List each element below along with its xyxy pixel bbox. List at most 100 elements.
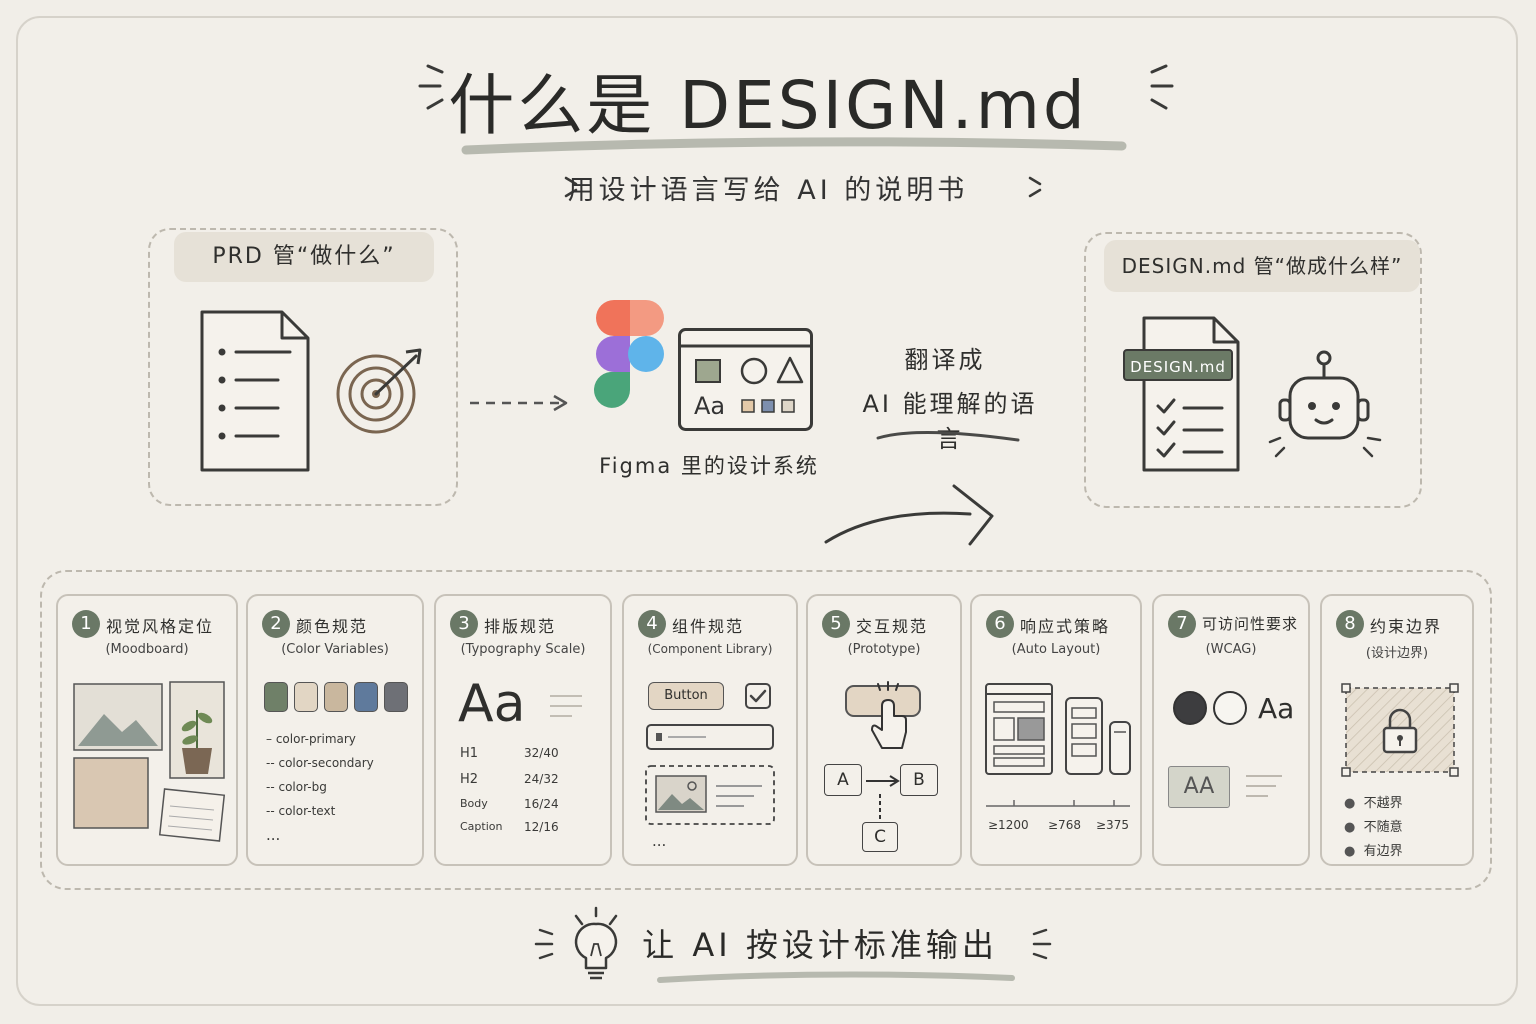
constraint-item: ● 不越界 bbox=[1344, 796, 1403, 811]
a11y-aa-large: Aa bbox=[1258, 692, 1295, 725]
card-subtitle: (Moodboard) bbox=[105, 642, 189, 657]
card-title: 排版规范 bbox=[484, 617, 557, 636]
color-swatch bbox=[324, 682, 348, 712]
card-components: 4 组件规范 (Component Library) Button ... bbox=[622, 594, 798, 866]
card-moodboard: 1 视觉风格定位 (Moodboard) bbox=[56, 594, 238, 866]
breakpoint-768: ≥768 bbox=[1048, 818, 1081, 832]
color-var-text: -- color-text bbox=[266, 804, 336, 818]
moodboard-images-icon bbox=[73, 681, 226, 842]
target-icon bbox=[336, 348, 422, 434]
card-subtitle: (Typography Scale) bbox=[460, 642, 586, 657]
card-subtitle: (Component Library) bbox=[647, 642, 773, 656]
footer-text: 让 AI 按设计标准输出 bbox=[642, 926, 998, 964]
lightbulb-icon bbox=[574, 906, 618, 980]
card-title: 组件规范 bbox=[672, 617, 745, 636]
translate-line1: 翻译成 bbox=[904, 346, 986, 374]
sample-button: Button bbox=[648, 682, 724, 710]
constraint-item-label: 有边界 bbox=[1363, 844, 1403, 859]
card-title: 颜色规范 bbox=[296, 617, 369, 636]
card-responsive: 6 响应式策略 (Auto Layout) ≥1200 ≥768 ≥375 bbox=[970, 594, 1142, 866]
type-row-caption: Caption bbox=[460, 820, 503, 833]
prd-box bbox=[148, 228, 458, 506]
card-number: 2 bbox=[262, 610, 290, 638]
page-subtitle: 用设计语言写给 AI 的说明书 bbox=[567, 175, 969, 206]
card-number: 6 bbox=[986, 610, 1014, 638]
card-title: 可访问性要求 bbox=[1202, 615, 1299, 633]
type-row-name: H1 bbox=[460, 746, 479, 761]
prd-label: PRD 管“做什么” bbox=[174, 232, 434, 282]
card-constraints: 8 约束边界 (设计边界) ● 不越界 ● 不随意 ● 有边界 bbox=[1320, 594, 1474, 866]
color-swatch bbox=[294, 682, 318, 712]
card-number: 3 bbox=[450, 610, 478, 638]
color-var-bg: -- color-bg bbox=[266, 780, 327, 794]
design-doc-tag: DESIGN.md bbox=[1130, 358, 1226, 376]
spec-cards-container bbox=[40, 570, 1492, 890]
document-list-icon bbox=[200, 310, 310, 472]
constraint-item: ● 有边界 bbox=[1344, 844, 1403, 859]
color-var-secondary: -- color-secondary bbox=[266, 756, 374, 770]
constraint-item-label: 不越界 bbox=[1363, 796, 1403, 811]
page-title: 什么是 DESIGN.md bbox=[448, 67, 1088, 144]
type-row-caption-value: 12/16 bbox=[524, 820, 559, 834]
type-row-body: Body bbox=[460, 797, 488, 810]
flow-node-c: C bbox=[862, 822, 898, 852]
color-var-label: color-primary bbox=[275, 732, 356, 746]
color-swatch bbox=[384, 682, 408, 712]
translate-arrow-icon bbox=[824, 431, 1020, 546]
type-row-h1: H1 bbox=[460, 746, 478, 761]
design-doc-icon bbox=[1123, 316, 1240, 472]
card-accessibility: 7 可访问性要求 (WCAG) Aa AA bbox=[1152, 594, 1310, 866]
card-title: 约束边界 bbox=[1370, 617, 1443, 636]
image-card-icon bbox=[645, 765, 775, 825]
card-subtitle: (Color Variables) bbox=[281, 642, 389, 657]
card-subtitle: (WCAG) bbox=[1205, 642, 1257, 657]
design-box bbox=[1084, 232, 1422, 508]
flow-node-b: B bbox=[900, 764, 938, 796]
a11y-aa-box: AA bbox=[1168, 766, 1230, 808]
card-prototype: 5 交互规范 (Prototype) A B C bbox=[806, 594, 962, 866]
type-row-h2: H2 bbox=[460, 772, 479, 787]
checkbox-icon bbox=[745, 683, 771, 709]
text-lines-icon bbox=[1246, 775, 1282, 797]
type-row-h2-value: 24/32 bbox=[524, 772, 559, 786]
color-var-primary: – color-primary bbox=[266, 732, 356, 746]
component-ellipsis: ... bbox=[652, 832, 667, 850]
card-subtitle: (Auto Layout) bbox=[1011, 642, 1101, 657]
text-field-icon bbox=[646, 724, 774, 750]
color-var-label: color-text bbox=[278, 804, 336, 818]
constraint-item-label: 不随意 bbox=[1363, 820, 1403, 835]
robot-icon bbox=[1268, 350, 1382, 458]
card-number: 1 bbox=[72, 610, 100, 638]
locked-boundary-icon bbox=[1341, 683, 1459, 777]
design-system-window-icon bbox=[678, 328, 813, 431]
translate-line2: AI 能理解的语言 bbox=[862, 390, 1038, 453]
responsive-devices-icon bbox=[985, 683, 1131, 807]
type-row-h1-value: 32/40 bbox=[524, 746, 559, 760]
breakpoint-1200: ≥1200 bbox=[988, 818, 1029, 832]
card-subtitle: (设计边界) bbox=[1365, 646, 1429, 661]
card-title: 响应式策略 bbox=[1020, 617, 1111, 636]
card-number: 8 bbox=[1336, 610, 1364, 638]
text-lines-icon bbox=[550, 695, 582, 717]
type-sample: Aa bbox=[458, 674, 526, 734]
card-title: 交互规范 bbox=[856, 617, 929, 636]
color-swatches bbox=[264, 682, 414, 714]
color-swatch bbox=[264, 682, 288, 712]
contrast-circles-icon bbox=[1173, 691, 1247, 725]
card-subtitle: (Prototype) bbox=[847, 642, 921, 657]
type-row-body-value: 16/24 bbox=[524, 797, 559, 811]
card-number: 7 bbox=[1168, 610, 1196, 638]
constraint-item: ● 不随意 bbox=[1344, 820, 1403, 835]
figma-logo bbox=[594, 300, 664, 408]
flow-node-a: A bbox=[824, 764, 862, 796]
card-number: 5 bbox=[822, 610, 850, 638]
figma-label: Figma 里的设计系统 bbox=[599, 454, 819, 478]
card-title: 视觉风格定位 bbox=[106, 617, 215, 636]
breakpoint-375: ≥375 bbox=[1096, 818, 1129, 832]
color-swatch bbox=[354, 682, 378, 712]
card-typography: 3 排版规范 (Typography Scale) Aa H1 32/40 H2… bbox=[434, 594, 612, 866]
design-label: DESIGN.md 管“做成什么样” bbox=[1104, 240, 1420, 292]
card-number: 4 bbox=[638, 610, 666, 638]
flow-arrows-icon bbox=[866, 775, 900, 822]
card-color: 2 颜色规范 (Color Variables) – color-primary… bbox=[246, 594, 424, 866]
